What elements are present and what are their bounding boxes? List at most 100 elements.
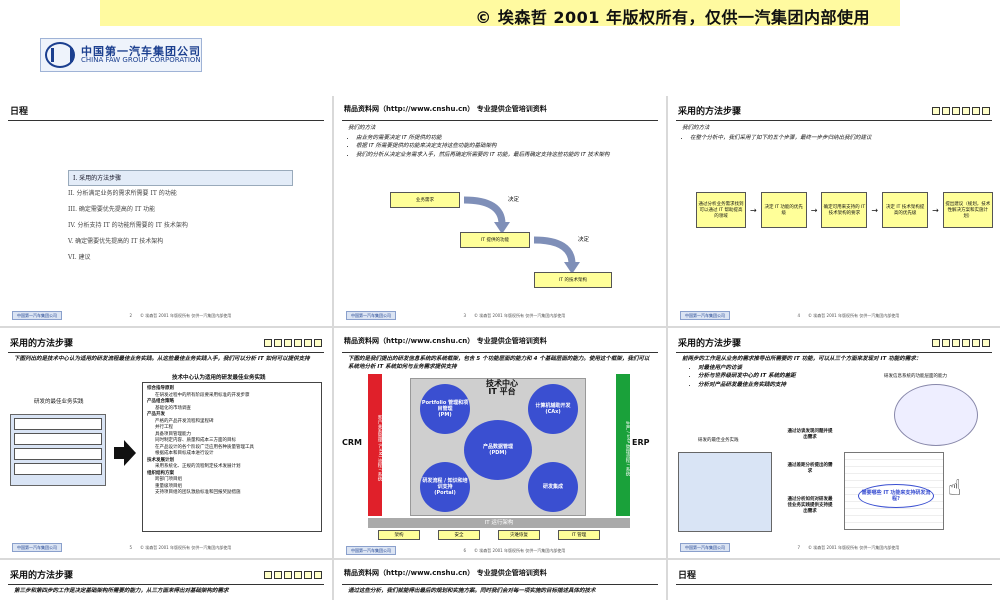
faw-logo-icon — [45, 42, 75, 68]
agenda-item: II. 分析满足业务的需求所需要 IT 的功能 — [68, 190, 177, 197]
section-heading: 我们的方法 — [682, 125, 710, 131]
flow-box-it-architecture: IT 的技术架构 — [534, 272, 612, 288]
big-arrow-icon — [114, 440, 136, 466]
section-item: 在产品设计的各个阶段广泛应用各种质量管理工具 — [155, 444, 254, 450]
section-item: 并行工程 — [155, 425, 173, 431]
platform-title: 技术中心 IT 平台 — [486, 379, 518, 397]
slide-title: 日程 — [10, 107, 29, 117]
section-item: 基础化的市场调查 — [155, 405, 191, 411]
logo-cn-text: 中国第一汽车集团公司 — [81, 44, 201, 58]
slide-footer: 中国第一汽车集团公司 5 © 埃森哲 2001 年版权所有 仅供一汽集团内部使用 — [12, 543, 312, 552]
logo-en-text: CHINA FAW GROUP CORPORATION — [81, 56, 201, 65]
footer-logo: 中国第一汽车集团公司 — [346, 311, 396, 320]
arrow-right-icon: → — [810, 205, 818, 215]
agenda-item: IV. 分析支持 IT 的功能所需要的 IT 技术架构 — [68, 222, 188, 229]
arrow-right-icon: → — [750, 205, 757, 215]
left-label: 研发的最佳业务实践 — [34, 399, 84, 405]
footer-logo: 中国第一汽车集团公司 — [12, 543, 62, 552]
crm-label: CRM — [342, 438, 362, 447]
footer-copyright: © 埃森哲 2001 年版权所有 仅供一汽集团内部使用 — [474, 547, 566, 553]
bullet-item: 对最佳用户的访谈 — [698, 364, 888, 372]
base-item: 架构 — [378, 530, 420, 540]
slide-footer: 中国第一汽车集团公司 2 © 埃森哲 2001 年版权所有 仅供一汽集团内部使用 — [12, 311, 312, 320]
section-head: 组织结构方案 — [147, 470, 174, 476]
footer-copyright: © 埃森哲 2001 年版权所有 仅供一汽集团内部使用 — [140, 544, 232, 550]
footer-logo: 中国第一汽车集团公司 — [346, 546, 396, 555]
slide-thumbnail-7[interactable]: 采用的方法步骤 前两步的工作是从业务的需求推导出所需要的 IT 功能，可以从三个… — [668, 328, 1000, 558]
title-rule — [676, 584, 992, 585]
slide-thumbnail-3[interactable]: 精品资料网（http://www.cnshu.cn） 专业提供企管培训资料 我们… — [334, 96, 666, 326]
slide-thumbnail-2[interactable]: 日程 I. 采用的方法步骤 II. 分析满足业务的需求所需要 IT 的功能 II… — [0, 96, 332, 326]
bullet-item: 由业务的需要决定 IT 所提供的功能 — [356, 134, 646, 142]
flow-box-business-need: 业务需求 — [390, 192, 460, 208]
left-label: 研发的最佳业务实践 — [698, 438, 739, 443]
step-box: 决定 IT 功能的优先级 — [760, 192, 807, 228]
page-number: 7 — [797, 545, 800, 550]
decide-label: 决定 — [578, 237, 590, 243]
capability-diagram — [894, 384, 978, 446]
section-head: 综合指导原则 — [147, 386, 174, 391]
slide-thumbnail-10[interactable]: 日程 — [668, 560, 1000, 600]
slide-thumbnail-6[interactable]: 精品资料网（http://www.cnshu.cn） 专业提供企管培训资料 下图… — [334, 328, 666, 558]
page-number: 2 — [129, 313, 132, 318]
footer-logo: 中国第一汽车集团公司 — [12, 311, 62, 320]
thinking-figure-icon: ☝ — [948, 476, 962, 501]
slide-thumbnail-9[interactable]: 精品资料网（http://www.cnshu.cn） 专业提供企管培训资料 通过… — [334, 560, 666, 600]
slide-thumbnail-5[interactable]: 采用的方法步骤 下图列出的是技术中心认为适用的研发流程最佳业务实践。从这些最佳业… — [0, 328, 332, 558]
curved-arrow-icon — [463, 196, 510, 234]
section-item: 同时制定内容、质量和成本三方面的目标 — [155, 438, 236, 444]
footer-logo: 中国第一汽车集团公司 — [680, 311, 730, 320]
arrow-right-icon: → — [871, 205, 879, 215]
agenda-item: III. 确定需要优先提高的 IT 功能 — [68, 206, 156, 213]
step-box: 通过分析业务需求找到可以通过 IT 帮助提高的领域 — [696, 192, 746, 228]
title-rule — [8, 352, 324, 353]
base-item: IT 管理 — [558, 530, 600, 540]
section-item: 支持项目组的团队激励标准和回报奖励措施 — [155, 490, 241, 496]
node-pm: Portfolio 管理和项目管理 (PM) — [420, 384, 470, 434]
step-box: 决定 IT 技术架构提高的优先级 — [882, 192, 929, 228]
slide-title: 采用的方法步骤 — [678, 107, 742, 117]
page-number: 5 — [129, 545, 132, 550]
slide-title: 精品资料网（http://www.cnshu.cn） 专业提供企管培训资料 — [344, 569, 547, 577]
bullet-list: 对最佳用户的访谈 分析与世界级研发中心的 IT 系统的差距 分析对产品研发最佳业… — [698, 364, 888, 389]
slide-intro: 前两步的工作是从业务的需求推导出所需要的 IT 功能，可以从三个方面来发现对 I… — [682, 356, 922, 362]
step-box: 提出建议（规划，技术性解决方案和实施计划） — [942, 192, 993, 228]
slide-thumbnail-8[interactable]: 采用的方法步骤 第三步和第四步的工作是决定基础架构所需要的能力，从三方面来得出对… — [0, 560, 332, 600]
footer-copyright: © 埃森哲 2001 年版权所有 仅供一汽集团内部使用 — [808, 312, 900, 318]
section-item: 采用系统化、正规的流程制定技术发展计划 — [155, 464, 241, 470]
slide-thumbnail-4[interactable]: 采用的方法步骤 我们的方法 在整个分析中，我们采用了如下的五个步骤，最终一步步归… — [668, 96, 1000, 326]
slide-intro: 下图的是我们提出的研发信息系统的系统框架，包含 5 个功能层面的能力和 4 个基… — [348, 356, 650, 371]
title-rule — [342, 120, 658, 121]
node-pdm: 产品数据管理 (PDM) — [464, 420, 532, 480]
company-logo: 中国第一汽车集团公司 CHINA FAW GROUP CORPORATION — [40, 38, 202, 72]
slide-intro: 通过这些分析，我们就能得出最后的规划和实施方案。同时我们会对每一项实施的目标描述… — [348, 588, 596, 594]
step-flow: 通过分析业务需求找到可以通过 IT 帮助提高的领域 → 决定 IT 功能的优先级… — [696, 192, 993, 228]
curved-arrow-icon — [533, 236, 580, 274]
best-practice-panel: 综合指导原则 在研发过程中的所有阶段要采用标准的开发步骤 产品组合策略 基础化的… — [142, 382, 322, 532]
slide-title: 精品资料网（http://www.cnshu.cn） 专业提供企管培训资料 — [344, 105, 547, 113]
agenda-item: VI. 建议 — [68, 254, 91, 261]
section-item: 具备项目管理能力 — [155, 431, 191, 437]
slide-footer: 中国第一汽车集团公司 3 © 埃森哲 2001 年版权所有 仅供一汽集团内部使用 — [346, 311, 646, 320]
progress-boxes — [264, 571, 322, 579]
bullet-item: 分析与世界级研发中心的 IT 系统的差距 — [698, 372, 888, 380]
process-diagram — [10, 414, 106, 486]
arrow-label: 通过分析如何对研发最佳业务实践提供支持提出需求 — [787, 497, 833, 514]
page-number: 6 — [463, 548, 466, 553]
panel-title: 技术中心认为适用的研发最佳业务实践 — [172, 375, 266, 381]
slide-intro: 下图列出的是技术中心认为适用的研发流程最佳业务实践。从这些最佳业务实践入手，我们… — [14, 356, 310, 362]
footer-copyright: © 埃森哲 2001 年版权所有 仅供一汽集团内部使用 — [808, 544, 900, 550]
agenda-item: I. 采用的方法步骤 — [68, 170, 293, 186]
base-item: 安全 — [438, 530, 480, 540]
agenda-list: I. 采用的方法步骤 II. 分析满足业务的需求所需要 IT 的功能 III. … — [68, 170, 293, 266]
footer-logo: 中国第一汽车集团公司 — [680, 543, 730, 552]
section-item: 根据成本和目标成本进行设计 — [155, 451, 214, 457]
slide-title: 采用的方法步骤 — [10, 571, 74, 581]
section-item: 严格的产品开发流程和里程碑 — [155, 418, 214, 424]
progress-boxes — [932, 339, 990, 347]
decide-label: 决定 — [508, 197, 520, 203]
crm-bar: 客户关系管理 (CRM) 流程 / 系统 — [368, 374, 382, 516]
base-item: 灾难恢复 — [498, 530, 540, 540]
section-item: 跨部门项目组 — [155, 477, 182, 483]
arrow-label: 通过差距分析提出的需求 — [787, 463, 833, 474]
